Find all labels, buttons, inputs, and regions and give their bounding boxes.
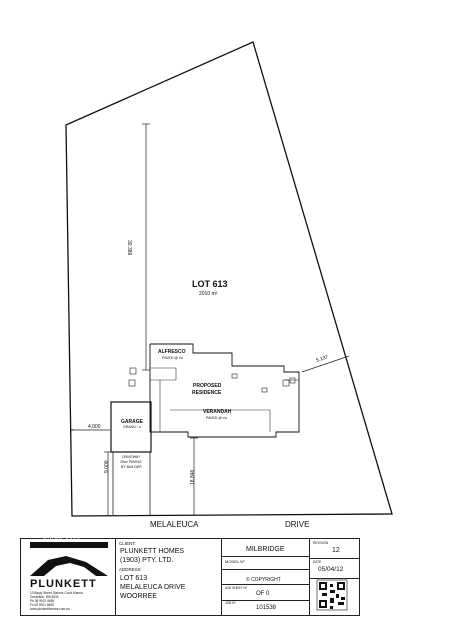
model-name: MILBRIDGE bbox=[246, 546, 285, 553]
dimension-setback-label: 4.000 bbox=[88, 424, 101, 430]
dimension-depth-label: 30.389 bbox=[126, 240, 132, 256]
dimension-front-left-label: 9.000 bbox=[104, 460, 110, 473]
dimension-front-right-label: 18.846 bbox=[190, 469, 196, 485]
job-number-label: JOB Nº bbox=[225, 601, 236, 605]
client-cell: CLIENT: PLUNKETT HOMES (1903) PTY. LTD. … bbox=[115, 539, 221, 615]
address-heading: ADDRESS bbox=[119, 567, 141, 572]
logo-name: PLUNKETT bbox=[30, 578, 97, 590]
sheet-value: OF 0 bbox=[256, 591, 270, 597]
client-line1: PLUNKETT HOMES bbox=[120, 548, 185, 555]
verandah-subtitle: PAVED @ r/u bbox=[206, 416, 227, 420]
company-address: 13 Bayly Street, Barons Court Manna Gera… bbox=[30, 591, 83, 611]
client-line2: (1903) PTY. LTD. bbox=[120, 557, 174, 564]
lot-title: LOT 613 bbox=[192, 279, 228, 289]
logo-roof-mark bbox=[30, 542, 108, 576]
dimension-side-line bbox=[301, 355, 350, 373]
dimension-depth-line bbox=[142, 123, 150, 371]
garage-subtitle: GRANO / u bbox=[123, 425, 141, 429]
address-line: www.plunketthomes.com.au bbox=[30, 607, 70, 611]
qr-code bbox=[316, 579, 348, 611]
residence-label-line2: RESIDENCE bbox=[192, 390, 222, 396]
sheet-label: A4D SHEET Nº bbox=[225, 586, 248, 590]
garage-outline bbox=[110, 401, 152, 453]
job-number-value: 101538 bbox=[256, 605, 277, 611]
fixtures bbox=[128, 367, 296, 393]
title-block: SINCE 1903 PLUNKETT 13 Bayly Street, Bar… bbox=[20, 538, 360, 616]
lot-boundary bbox=[65, 41, 393, 517]
driveway bbox=[112, 452, 151, 515]
address-line: Geraldton, WA 6530 bbox=[30, 595, 59, 599]
residence-outline bbox=[149, 343, 300, 438]
model-cell: MILBRIDGE MODEL Nº © COPYRIGHT A4D SHEET… bbox=[221, 539, 310, 615]
alfresco-label: ALFRESCO bbox=[158, 349, 186, 355]
lot-area: 2010 m² bbox=[199, 291, 218, 297]
dimension-front-right-line bbox=[190, 437, 198, 515]
address-line: Ph 08 9921 6655 bbox=[30, 599, 55, 603]
street-name-right: DRIVE bbox=[285, 520, 310, 529]
copyright-label: © COPYRIGHT bbox=[246, 577, 281, 583]
date-value: 05/04/12 bbox=[318, 566, 344, 573]
address-line: Fx 08 9921 6605 bbox=[30, 603, 54, 607]
garage-label: GARAGE bbox=[121, 419, 143, 425]
driveway-label-line3: BY BUILDER bbox=[121, 465, 142, 469]
address-line: 13 Bayly Street, Barons Court Manna bbox=[30, 591, 83, 595]
revision-cell: REVISION 12 DATE 05/04/12 bbox=[309, 539, 360, 615]
alfresco-subtitle: PAVED @ r/u bbox=[162, 356, 183, 360]
logo-since: SINCE 1903 bbox=[43, 538, 81, 544]
driveway-label-line2: 30m² PAVING bbox=[120, 460, 142, 464]
residence-label-line1: PROPOSED bbox=[193, 383, 222, 389]
model-number-label: MODEL Nº bbox=[225, 559, 245, 564]
driveway-label-line1: DRIVEWAY bbox=[122, 455, 141, 459]
street-name-left: MELALEUCA bbox=[150, 520, 199, 529]
job-address-line1: LOT 613 bbox=[120, 575, 148, 582]
revision-label: REVISION bbox=[313, 541, 329, 545]
verandah-label: VERANDAH bbox=[203, 409, 232, 415]
date-label: DATE bbox=[313, 560, 322, 564]
client-heading: CLIENT: bbox=[119, 541, 136, 546]
revision-value: 12 bbox=[332, 547, 340, 554]
job-address-line3: WOORREE bbox=[120, 593, 157, 600]
residence-inner-lines bbox=[150, 367, 299, 432]
job-address-line2: MELALEUCA DRIVE bbox=[120, 584, 186, 591]
